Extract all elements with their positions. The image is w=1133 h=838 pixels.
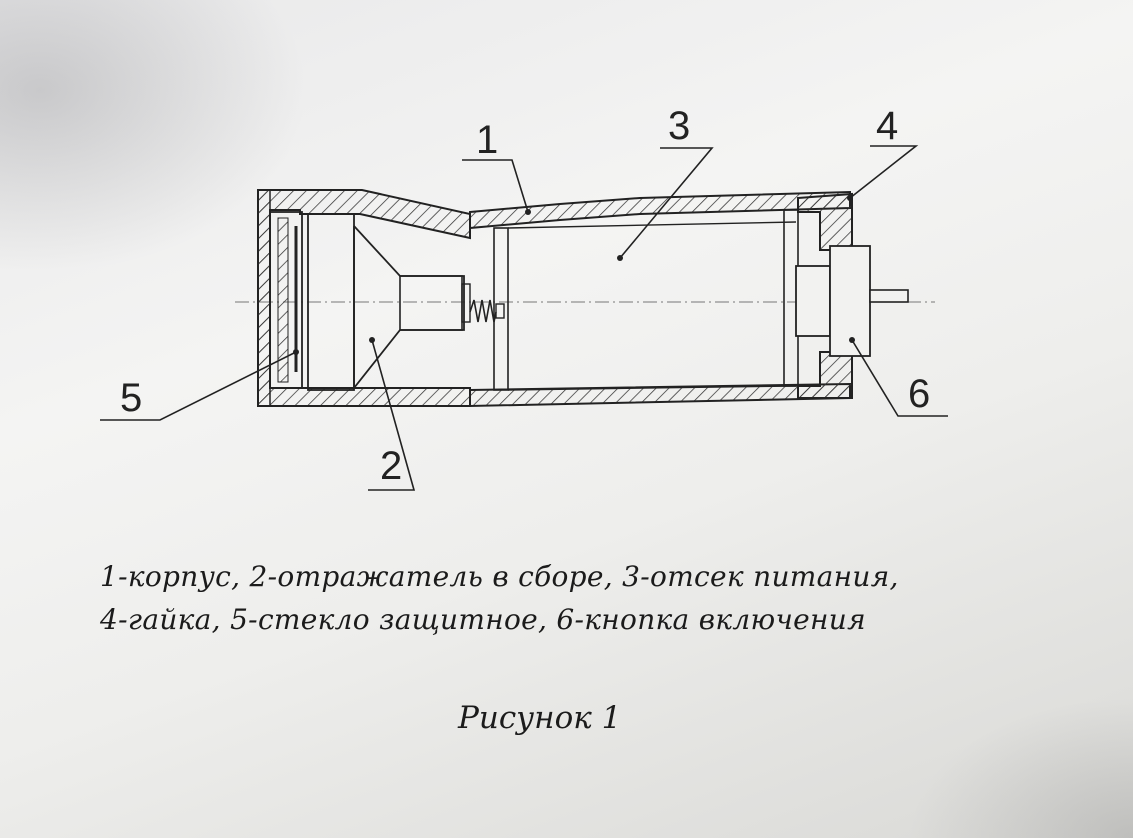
caption-line-2: 4-гайка, 5-стекло защитное, 6-кнопка вкл…	[100, 603, 866, 636]
end-nut	[797, 192, 853, 399]
part-label-2: 2	[380, 444, 403, 488]
battery-compartment	[493, 209, 799, 391]
protective-glass	[269, 211, 303, 389]
part-label-1: 1	[476, 118, 499, 162]
contact-spring	[469, 299, 497, 323]
part-label-4: 4	[876, 104, 899, 148]
housing-front-section	[257, 189, 471, 407]
caption-line-1: 1-корпус, 2-отражатель в сборе, 3-отсек …	[100, 560, 899, 593]
leader-lines	[100, 145, 948, 491]
housing-tube	[469, 190, 851, 408]
figure-title: Рисунок 1	[458, 700, 622, 736]
power-button	[795, 245, 909, 357]
part-label-3: 3	[668, 104, 691, 148]
part-label-6: 6	[908, 372, 931, 416]
part-label-5: 5	[120, 376, 143, 420]
reflector-assembly	[307, 213, 471, 391]
